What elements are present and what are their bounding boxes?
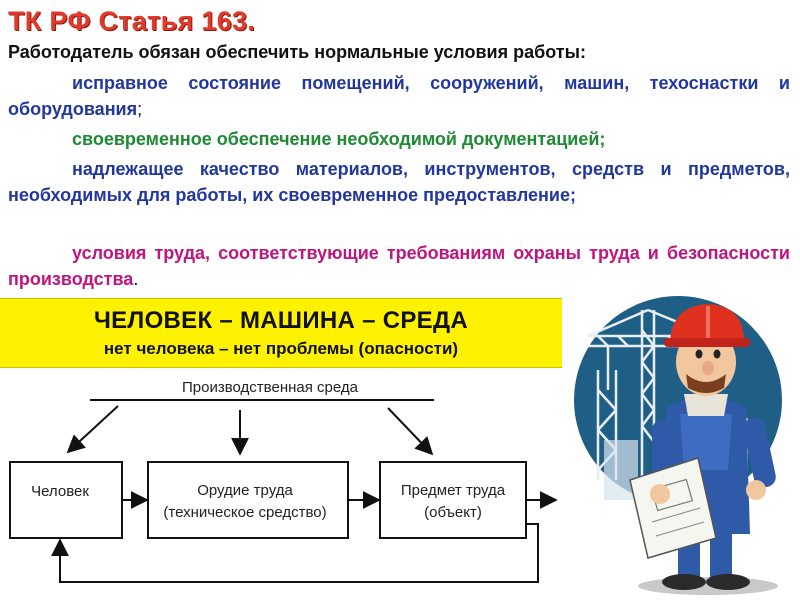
env-arrow-human — [66, 405, 119, 454]
worker-illustration — [574, 296, 782, 595]
blueprint-scroll — [629, 457, 717, 559]
list-item: своевременное обеспечение необходимой до… — [8, 126, 790, 152]
list-item: надлежащее качество материалов, инструме… — [8, 156, 790, 208]
list-item-trail: ; — [137, 99, 143, 119]
environment-label: Производственная среда — [182, 379, 359, 396]
box-tool-label: Орудие труда — [197, 482, 293, 499]
list-item-text: своевременное обеспечение необходимой до… — [72, 129, 606, 149]
box-tool-sublabel: (техническое средство) — [163, 504, 326, 521]
list-item-text: исправное состояние помещений, сооружени… — [8, 73, 790, 119]
banner-title: ЧЕЛОВЕК – МАШИНА – СРЕДА — [93, 307, 469, 334]
list-item: условия труда, соответствующие требовани… — [8, 240, 790, 292]
list-item-text: надлежащее качество материалов, инструме… — [8, 159, 790, 205]
box-human-label: Человек — [31, 483, 89, 500]
box-tool — [147, 461, 349, 539]
banner-subtitle: нет человека – нет проблемы (опасности) — [103, 339, 459, 358]
box-object-label: Предмет труда — [401, 482, 506, 499]
list-item-trail: . — [133, 269, 139, 289]
list-item: исправное состояние помещений, сооружени… — [8, 70, 790, 122]
lead-sentence: Работодатель обязан обеспечить нормальны… — [8, 42, 586, 62]
env-arrow-object — [387, 407, 434, 456]
helmet-icon — [664, 304, 750, 347]
box-object-sublabel: (объект) — [424, 504, 482, 521]
system-diagram: Производственная среда Человек Орудие тр… — [9, 379, 558, 583]
box-object — [379, 461, 527, 539]
page-title: ТК РФ Статья 163. — [8, 6, 256, 36]
feedback-loop — [51, 523, 539, 583]
hands — [650, 480, 766, 504]
list-item-text: условия труда, соответствующие требовани… — [8, 243, 790, 289]
box-human — [9, 461, 123, 539]
slogan-banner: ЧЕЛОВЕК – МАШИНА – СРЕДА нет человека – … — [0, 298, 562, 368]
